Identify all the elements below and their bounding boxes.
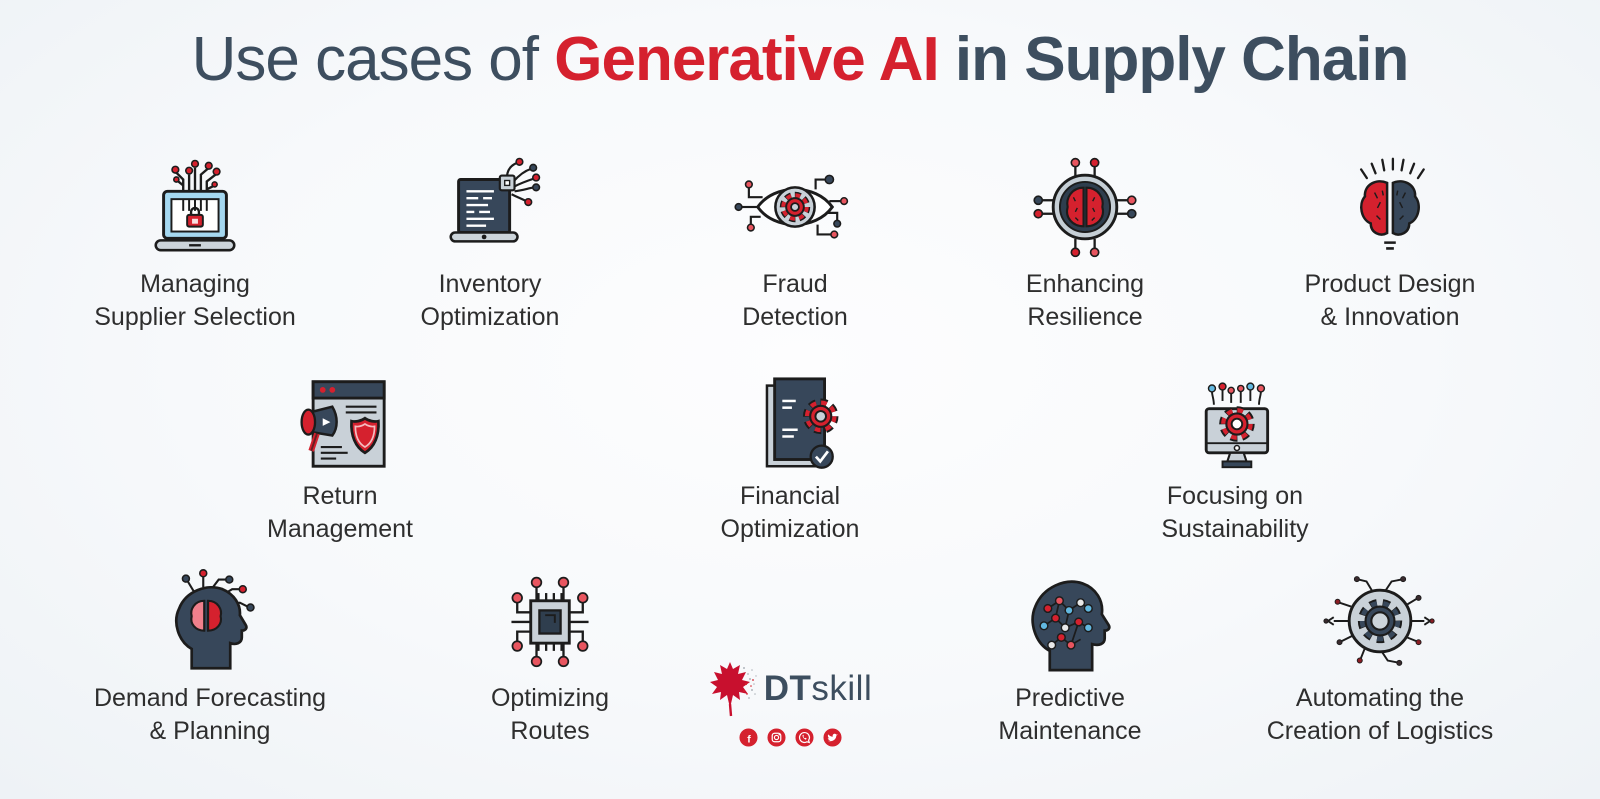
head-brain-circuit-icon: [40, 562, 380, 674]
svg-text:f: f: [747, 734, 751, 745]
laptop-lock-circuit-icon: [45, 148, 345, 260]
whatsapp-icon[interactable]: [794, 728, 814, 752]
brain-chip-circle-icon: [935, 148, 1235, 260]
page-title: Use cases of Generative AI in Supply Cha…: [0, 24, 1600, 95]
use-case-label: Demand Forecasting& Planning: [93, 684, 327, 745]
use-case-label: Product Design& Innovation: [1304, 270, 1476, 331]
twitter-icon[interactable]: [822, 728, 842, 752]
title-highlight: Generative AI: [554, 25, 939, 94]
instagram-icon[interactable]: [766, 728, 786, 752]
window-megaphone-shield-icon: [190, 372, 490, 472]
social-icons-row: f: [640, 728, 940, 752]
maple-leaf-icon: [708, 660, 760, 718]
head-network-icon: [920, 562, 1220, 674]
title-prefix: Use cases of: [191, 25, 555, 94]
logo-block: DTskill f: [640, 660, 940, 752]
title-suffix: in Supply Chain: [938, 25, 1409, 94]
gear-circle-circuit-icon: [1210, 562, 1550, 674]
monitor-gear-sprouts-icon: [1085, 372, 1385, 472]
use-case-demand-forecasting-planning: Demand Forecasting& Planning: [40, 562, 380, 748]
chip-circuit-icon: [400, 562, 700, 674]
split-brain-idea-icon: [1240, 148, 1540, 260]
use-case-product-design-innovation: Product Design& Innovation: [1240, 148, 1540, 334]
eye-gear-circuit-icon: [645, 148, 945, 260]
brand-wordmark: DTskill: [763, 669, 873, 708]
document-gear-check-icon: [640, 372, 940, 472]
laptop-data-wires-icon: [340, 148, 640, 260]
facebook-icon[interactable]: f: [738, 728, 758, 752]
